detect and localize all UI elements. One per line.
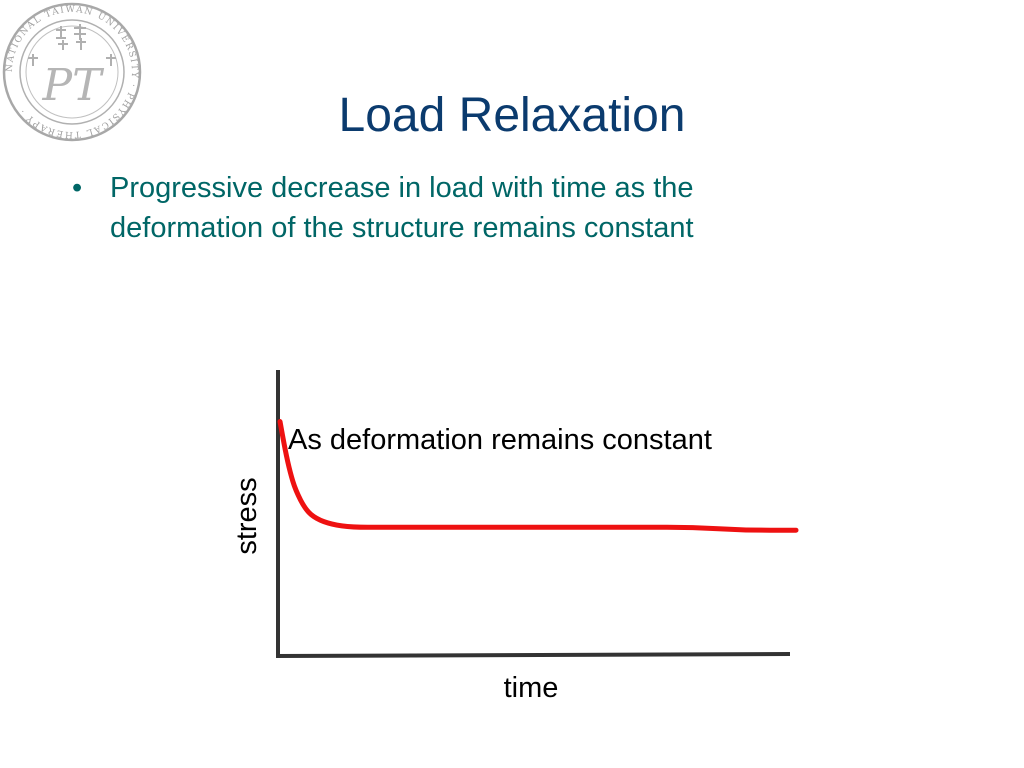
bullet-marker: • — [72, 172, 83, 204]
x-axis-label: time — [504, 672, 559, 704]
chart-annotation: As deformation remains constant — [288, 424, 712, 456]
seal-glyph-marks — [28, 24, 116, 66]
slide-title: Load Relaxation — [338, 89, 686, 142]
bullet-list: • Progressive decrease in load with time… — [72, 168, 832, 248]
university-seal-icon: NATIONAL TAIWAN UNIVERSITY · PHYSICAL TH… — [2, 2, 142, 142]
y-axis-label: stress — [231, 477, 263, 554]
bullet-item: • Progressive decrease in load with time… — [72, 168, 832, 248]
bullet-text: Progressive decrease in load with time a… — [110, 172, 694, 244]
x-axis-line — [275, 652, 791, 658]
seal-monogram: PT — [42, 60, 106, 111]
stress-series-line — [277, 419, 799, 533]
